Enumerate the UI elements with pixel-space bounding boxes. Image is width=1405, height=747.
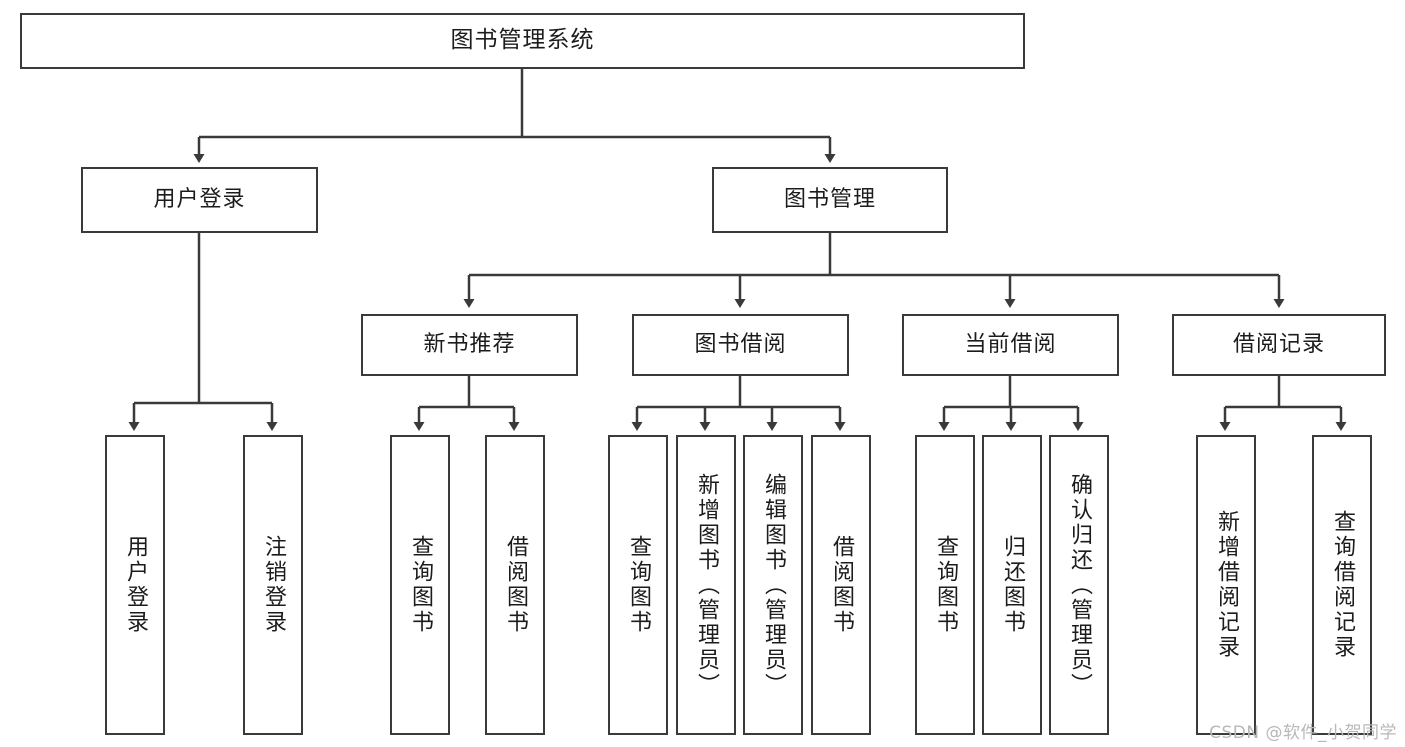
node-label: 图书管理 [783, 187, 876, 213]
node-label: 新增图书（管理员） [693, 472, 719, 698]
node-label: 用户登录 [122, 535, 148, 635]
leaf-user-login[interactable]: 用户登录 [105, 435, 165, 735]
node-label: 查询图书 [625, 535, 651, 635]
node-label: 新增借阅记录 [1213, 510, 1239, 660]
node-label: 注销登录 [260, 535, 286, 635]
node-label: 查询图书 [932, 535, 958, 635]
leaf-current-confirm-return[interactable]: 确认归还（管理员） [1049, 435, 1109, 735]
node-root-system[interactable]: 图书管理系统 [20, 13, 1025, 69]
node-label: 用户登录 [153, 187, 246, 213]
node-label: 借阅记录 [1232, 332, 1325, 358]
leaf-borrow-query-book[interactable]: 查询图书 [608, 435, 668, 735]
leaf-recommend-borrow-book[interactable]: 借阅图书 [485, 435, 545, 735]
node-label: 借阅图书 [502, 535, 528, 635]
node-label: 新书推荐 [423, 332, 516, 358]
node-borrow-record[interactable]: 借阅记录 [1172, 314, 1386, 376]
node-label: 编辑图书（管理员） [760, 472, 786, 698]
node-book-management[interactable]: 图书管理 [712, 167, 948, 233]
node-book-borrow[interactable]: 图书借阅 [632, 314, 849, 376]
leaf-current-query-book[interactable]: 查询图书 [915, 435, 975, 735]
node-new-book-recommend[interactable]: 新书推荐 [361, 314, 578, 376]
leaf-record-query[interactable]: 查询借阅记录 [1312, 435, 1372, 735]
leaf-current-return-book[interactable]: 归还图书 [982, 435, 1042, 735]
node-label: 当前借阅 [964, 332, 1057, 358]
leaf-borrow-borrow-book[interactable]: 借阅图书 [811, 435, 871, 735]
leaf-borrow-edit-book[interactable]: 编辑图书（管理员） [743, 435, 803, 735]
leaf-user-logout[interactable]: 注销登录 [243, 435, 303, 735]
node-current-borrow[interactable]: 当前借阅 [902, 314, 1119, 376]
leaf-recommend-query-book[interactable]: 查询图书 [390, 435, 450, 735]
node-label: 图书借阅 [694, 332, 787, 358]
watermark-text: CSDN @软件_小贺同学 [1209, 723, 1397, 743]
node-user-login[interactable]: 用户登录 [81, 167, 318, 233]
node-label: 图书管理系统 [450, 27, 595, 54]
node-label: 确认归还（管理员） [1066, 472, 1092, 698]
node-label: 查询借阅记录 [1329, 510, 1355, 660]
leaf-borrow-add-book[interactable]: 新增图书（管理员） [676, 435, 736, 735]
node-label: 借阅图书 [828, 535, 854, 635]
node-label: 归还图书 [999, 535, 1025, 635]
node-label: 查询图书 [407, 535, 433, 635]
leaf-record-add[interactable]: 新增借阅记录 [1196, 435, 1256, 735]
